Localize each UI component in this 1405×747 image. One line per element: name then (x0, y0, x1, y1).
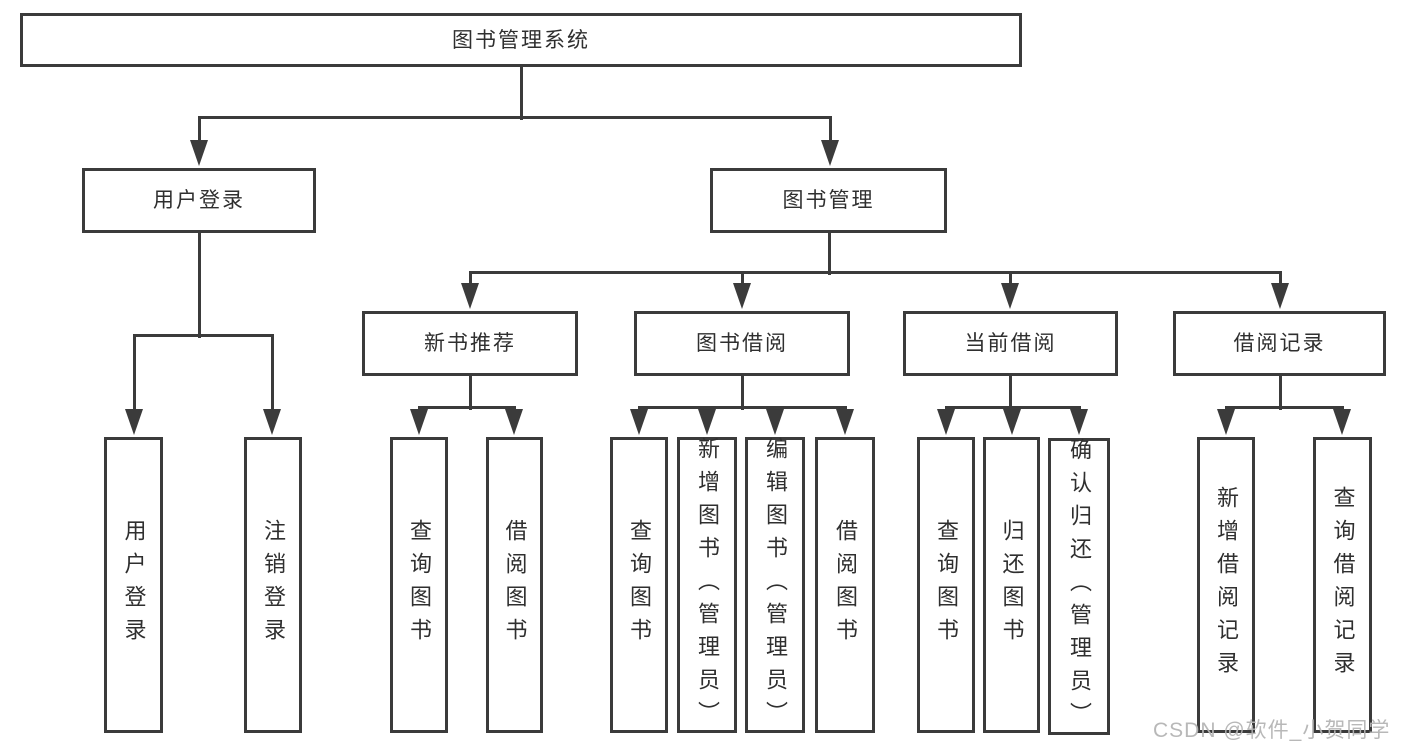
connector-bar-book-management (468, 270, 1282, 274)
arrow-down-icon (1003, 409, 1021, 435)
node-label-leaf-logout: 注销登录 (261, 519, 286, 651)
node-book-management: 图书管理 (710, 168, 947, 233)
node-label-leaf-confirm-return: 确认归还（管理员） (1067, 438, 1092, 735)
node-leaf-borrow-book-1: 借阅图书 (486, 437, 543, 733)
node-leaf-borrow-book-2: 借阅图书 (815, 437, 875, 733)
node-label-leaf-add-book: 新增图书（管理员） (695, 436, 720, 734)
connector-drop-book-management (1278, 272, 1282, 291)
node-label-leaf-query-book-2: 查询图书 (627, 519, 652, 651)
arrow-down-icon (410, 409, 428, 435)
node-root: 图书管理系统 (20, 13, 1022, 67)
arrow-down-icon (1070, 409, 1088, 435)
arrow-down-icon (190, 140, 208, 166)
connector-bar-user-login (132, 333, 274, 337)
connector-stem-book-management (827, 233, 831, 275)
node-label-leaf-return-book: 归还图书 (999, 519, 1025, 651)
connector-bar-root (197, 115, 832, 119)
node-user-login: 用户登录 (82, 168, 316, 233)
node-leaf-logout: 注销登录 (244, 437, 302, 733)
connector-drop-user-login (270, 335, 274, 417)
connector-stem-borrow-record (1278, 376, 1282, 410)
arrow-down-icon (836, 409, 854, 435)
arrow-down-icon (733, 283, 751, 309)
node-leaf-user-login: 用户登录 (104, 437, 163, 733)
node-label-leaf-add-borrow-rec: 新增借阅记录 (1214, 486, 1239, 684)
connector-stem-current-borrow (1008, 376, 1012, 410)
node-label-new-book-recommend: 新书推荐 (424, 332, 516, 355)
node-leaf-add-borrow-rec: 新增借阅记录 (1197, 437, 1255, 733)
connector-stem-book-borrow (740, 376, 744, 410)
node-label-current-borrow: 当前借阅 (964, 332, 1057, 355)
arrow-down-icon (937, 409, 955, 435)
node-leaf-query-book-1: 查询图书 (390, 437, 448, 733)
node-label-leaf-query-book-3: 查询图书 (934, 519, 959, 651)
node-label-leaf-query-borrow-rec: 查询借阅记录 (1330, 486, 1356, 684)
connector-drop-user-login (132, 335, 136, 417)
node-book-borrow: 图书借阅 (634, 311, 850, 376)
node-leaf-return-book: 归还图书 (983, 437, 1040, 733)
arrow-down-icon (1333, 409, 1351, 435)
arrow-down-icon (698, 409, 716, 435)
arrow-down-icon (461, 283, 479, 309)
node-leaf-confirm-return: 确认归还（管理员） (1048, 438, 1110, 735)
node-new-book-recommend: 新书推荐 (362, 311, 578, 376)
connector-stem-new-book-recommend (468, 376, 472, 410)
connector-drop-book-management (740, 272, 744, 291)
node-label-book-borrow: 图书借阅 (696, 332, 788, 355)
node-borrow-record: 借阅记录 (1173, 311, 1386, 376)
node-label-borrow-record: 借阅记录 (1233, 332, 1326, 355)
node-leaf-query-borrow-rec: 查询借阅记录 (1313, 437, 1372, 733)
connector-bar-new-book-recommend (417, 405, 516, 409)
node-label-leaf-edit-book: 编辑图书（管理员） (763, 436, 788, 734)
arrow-down-icon (766, 409, 784, 435)
node-label-leaf-borrow-book-2: 借阅图书 (833, 519, 858, 651)
node-leaf-add-book: 新增图书（管理员） (677, 436, 737, 734)
node-leaf-edit-book: 编辑图书（管理员） (745, 436, 805, 734)
connector-stem-root (519, 67, 523, 120)
node-label-leaf-query-book-1: 查询图书 (407, 519, 432, 651)
node-label-book-management: 图书管理 (782, 189, 875, 212)
connector-drop-root (197, 117, 201, 148)
arrow-down-icon (1271, 283, 1289, 309)
arrow-down-icon (1217, 409, 1235, 435)
arrow-down-icon (505, 409, 523, 435)
node-current-borrow: 当前借阅 (903, 311, 1118, 376)
connector-bar-book-borrow (637, 405, 847, 409)
node-leaf-query-book-2: 查询图书 (610, 437, 668, 733)
arrow-down-icon (263, 409, 281, 435)
connector-drop-book-management (468, 272, 472, 291)
watermark: CSDN @软件_小贺同学 (1153, 719, 1391, 742)
node-label-user-login: 用户登录 (153, 189, 245, 212)
node-label-root: 图书管理系统 (452, 28, 590, 52)
connector-drop-book-management (1008, 272, 1012, 291)
node-leaf-query-book-3: 查询图书 (917, 437, 975, 733)
arrow-down-icon (1001, 283, 1019, 309)
arrow-down-icon (125, 409, 143, 435)
node-label-leaf-user-login: 用户登录 (121, 519, 147, 651)
connector-bar-borrow-record (1224, 405, 1344, 409)
arrow-down-icon (821, 140, 839, 166)
node-label-leaf-borrow-book-1: 借阅图书 (502, 519, 528, 651)
connector-stem-user-login (197, 233, 201, 338)
connector-drop-root (828, 117, 832, 148)
arrow-down-icon (630, 409, 648, 435)
